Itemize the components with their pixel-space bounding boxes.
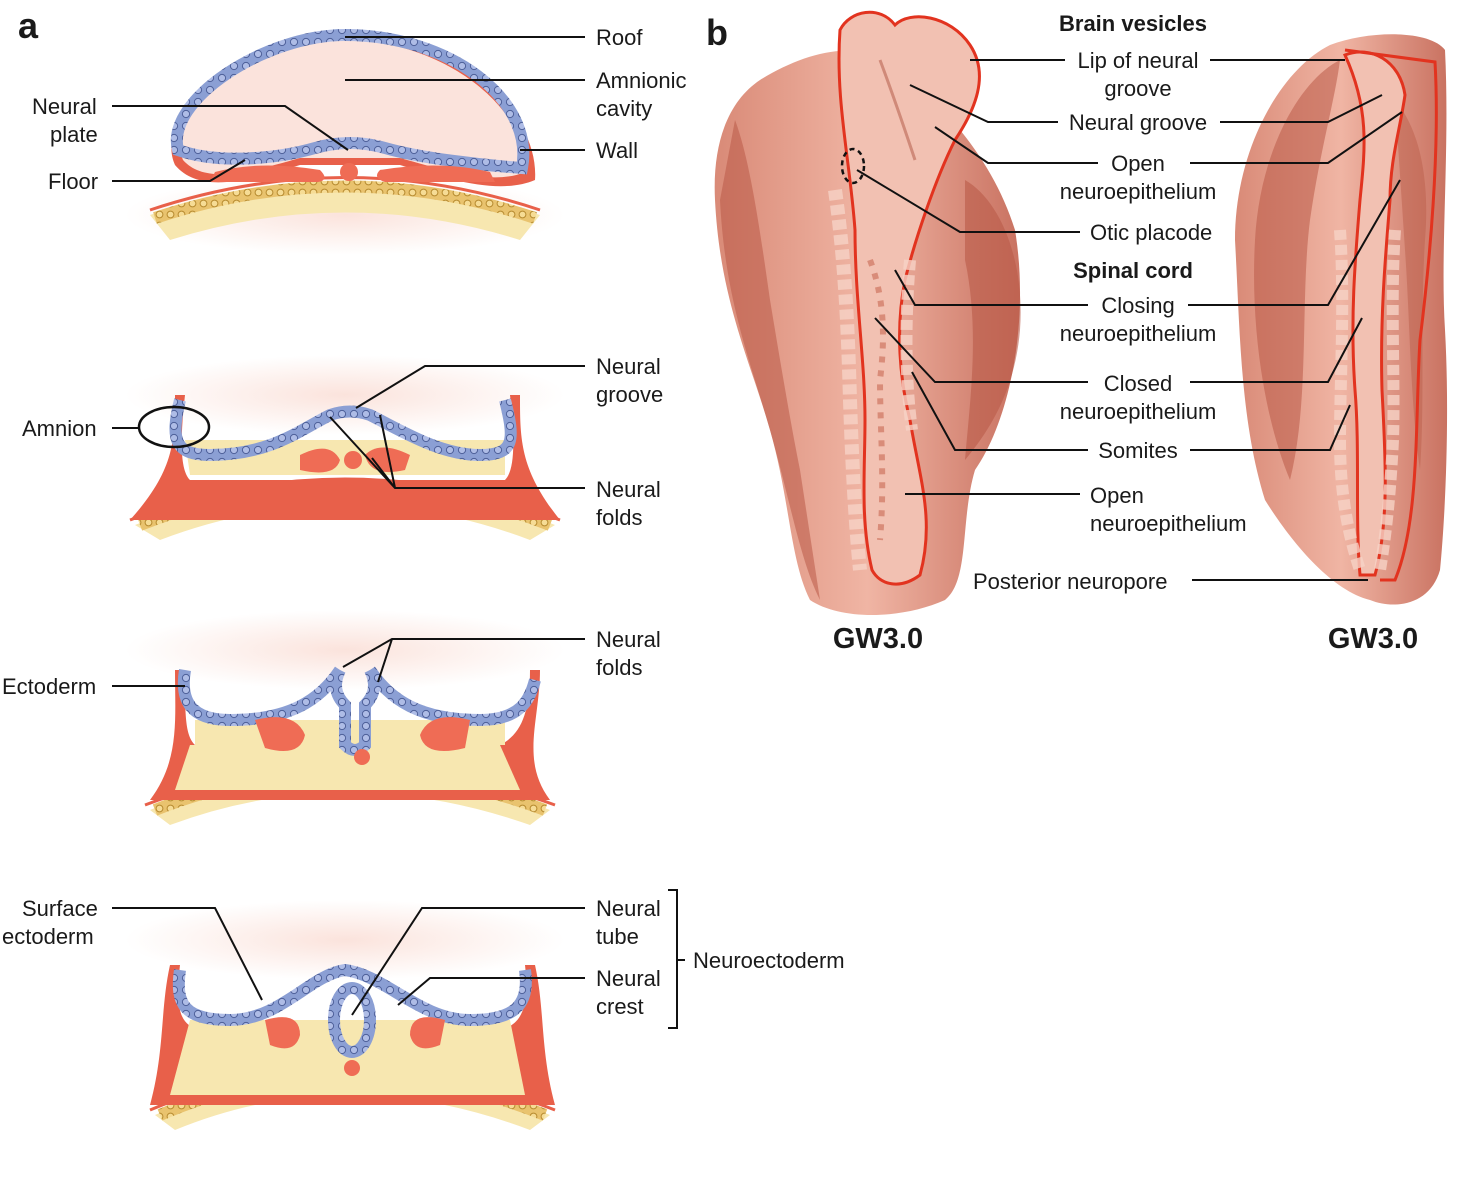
section-3-drawing	[125, 610, 565, 825]
label-neural-folds-b-1: Neural	[596, 627, 661, 652]
label-lip-of-neural-groove-1: Lip of neural	[1077, 48, 1198, 73]
embryo-right	[1235, 34, 1448, 605]
otic-placode-marker	[840, 147, 866, 185]
label-surface-ectoderm-2: ectoderm	[2, 924, 94, 949]
section-4-labels: Surface ectoderm Neural tube Neural cres…	[2, 889, 845, 1029]
section-4-drawing	[125, 900, 565, 1130]
label-closed-neuroepithelium-2: neuroepithelium	[1060, 399, 1217, 424]
label-closing-neuroepithelium-1: Closing	[1101, 293, 1174, 318]
neuroectoderm-bracket	[668, 889, 685, 1029]
label-somites: Somites	[1098, 438, 1177, 463]
panel-b-labels: Brain vesicles Lip of neural groove Neur…	[833, 11, 1418, 655]
label-neural-crest-2: crest	[596, 994, 644, 1019]
section-1-drawing	[125, 28, 565, 255]
caption-left-embryo: GW3.0	[833, 623, 923, 655]
caption-right-embryo: GW3.0	[1328, 623, 1418, 655]
label-open-neuroepithelium-1b: neuroepithelium	[1060, 179, 1217, 204]
header-spinal-cord: Spinal cord	[1073, 258, 1193, 283]
label-closed-neuroepithelium-1: Closed	[1104, 371, 1172, 396]
label-surface-ectoderm-1: Surface	[22, 896, 98, 921]
amnion-circle-marker	[137, 405, 211, 449]
section-2-drawing	[125, 355, 565, 540]
label-neural-folds-a-2: folds	[596, 505, 642, 530]
label-closing-neuroepithelium-2: neuroepithelium	[1060, 321, 1217, 346]
label-amnionic-cavity-1: Amnionic	[596, 68, 686, 93]
label-otic-placode: Otic placode	[1090, 220, 1212, 245]
label-floor: Floor	[48, 169, 98, 194]
label-neural-folds-b-2: folds	[596, 655, 642, 680]
label-neural-folds-a-1: Neural	[596, 477, 661, 502]
panel-a-letter: a	[18, 5, 39, 46]
label-neural-groove-b: Neural groove	[1069, 110, 1207, 135]
label-posterior-neuropore: Posterior neuropore	[973, 569, 1167, 594]
label-open-neuroepithelium-2b: neuroepithelium	[1090, 511, 1247, 536]
label-roof: Roof	[596, 25, 643, 50]
label-amnionic-cavity-2: cavity	[596, 96, 652, 121]
label-neural-groove-a-1: Neural	[596, 354, 661, 379]
label-ectoderm: Ectoderm	[2, 674, 96, 699]
section-3-labels: Neural folds Ectoderm	[2, 627, 661, 699]
label-neural-tube-2: tube	[596, 924, 639, 949]
label-neural-tube-1: Neural	[596, 896, 661, 921]
label-neural-plate-2: plate	[50, 122, 98, 147]
label-wall: Wall	[596, 138, 638, 163]
header-brain-vesicles: Brain vesicles	[1059, 11, 1207, 36]
label-neuroectoderm: Neuroectoderm	[693, 948, 845, 973]
section-1-labels: Roof Amnionic cavity Wall Neural plate F…	[32, 25, 686, 194]
label-amnion: Amnion	[22, 416, 97, 441]
label-open-neuroepithelium-2a: Open	[1090, 483, 1144, 508]
panel-b-letter: b	[706, 12, 728, 53]
embryo-left	[714, 10, 1021, 616]
label-open-neuroepithelium-1a: Open	[1111, 151, 1165, 176]
label-neural-crest-1: Neural	[596, 966, 661, 991]
label-lip-of-neural-groove-2: groove	[1104, 76, 1171, 101]
label-neural-plate-1: Neural	[32, 94, 97, 119]
section-2-labels: Neural groove Amnion Neural folds	[22, 354, 663, 530]
label-neural-groove-a-2: groove	[596, 382, 663, 407]
